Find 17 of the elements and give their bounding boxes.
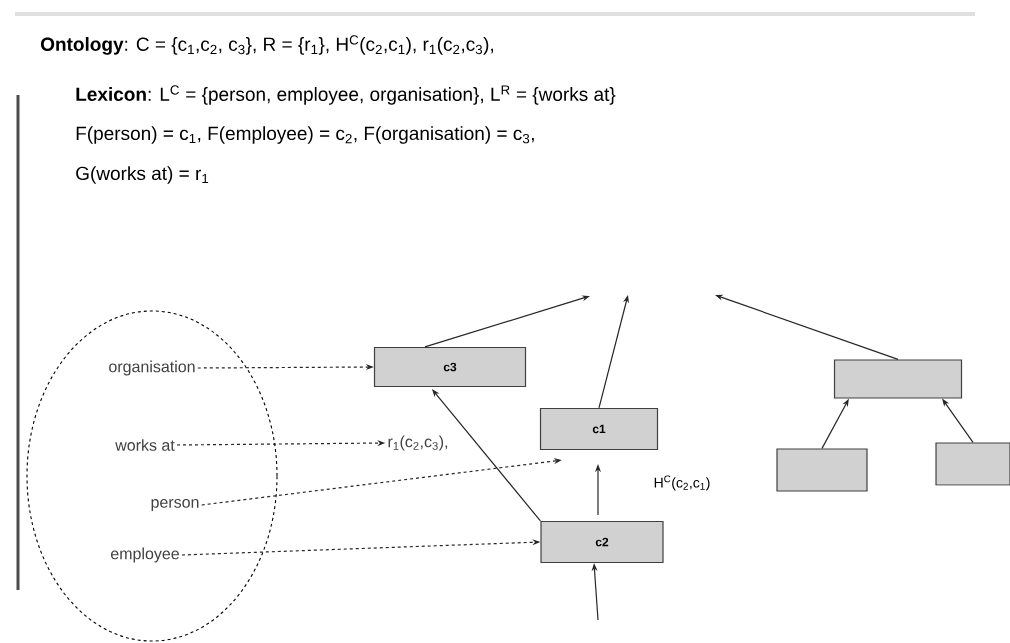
concept-box: c1 <box>539 407 659 451</box>
edge-label: H$^{C}$(c$_{2}$,c$_{1}$) <box>652 474 712 492</box>
concept-box <box>776 448 868 492</box>
concept-box: c3 <box>373 346 527 388</box>
term-label: works at <box>115 439 175 451</box>
formula-line: F(person) = c$_{1}$, F(employee) = c$_{2}$, F(organisation) = c$_{3}$, <box>76 126 534 144</box>
term-label: r$_{1}$(c$_{2}$,c$_{3}$), <box>388 435 448 451</box>
formula-line: Ontology: C = {c$_{1}$,c$_{2}$, c$_{3}$}, R = {r$_{1}$}, H$^{C}$(c$_{2}$,c$_{1}$), r$_{1}$(c$_{2}$,c$_{3}$), <box>41 35 494 55</box>
concept-box: c2 <box>540 520 664 564</box>
concept-box <box>935 442 1010 486</box>
term-label: employee <box>111 547 179 563</box>
concept-box <box>833 359 963 399</box>
dashed-ellipse <box>26 310 278 642</box>
formula-line: Lexicon: L$^{C}$ = {person, employee, organisation}, L$^{R}$ = {works at} <box>76 85 616 105</box>
term-label: person <box>151 499 199 511</box>
formula-line: G(works at) = r$_{1}$ <box>76 166 209 184</box>
term-label: organisation <box>109 360 195 376</box>
